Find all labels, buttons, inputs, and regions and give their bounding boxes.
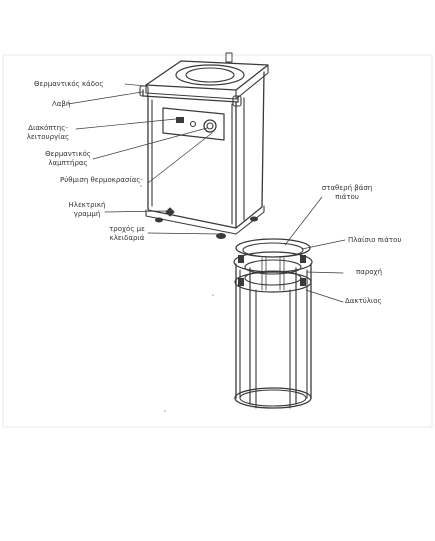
label-heating-chamber: Θερμαντικός κάδος <box>34 80 104 88</box>
label-power-line1: Ηλεκτρική <box>68 201 106 209</box>
label-spring: παροχή <box>356 268 383 276</box>
label-locking-wheel: τροχός με κλειδαριά <box>100 225 154 243</box>
label-wheel-line2: κλειδαριά <box>109 234 145 242</box>
label-switch-line2: λειτουργίας <box>26 133 70 141</box>
label-thermostat: Ρύθμιση θερμοκρασίας- <box>60 176 143 184</box>
label-power-line2: γραμμή <box>73 210 101 218</box>
label-switch: Διακόπτης- λειτουργίας <box>16 124 80 142</box>
label-wheel-line1: τροχός με <box>109 225 145 233</box>
plate-frame <box>233 238 313 409</box>
label-ring: Δακτύλιος <box>345 297 382 305</box>
frame-leader-lines <box>284 196 346 303</box>
label-lamp-line2: λαμπτήρας <box>48 159 88 167</box>
label-plate-frame: Πλαίσιο πιάτου <box>348 236 402 244</box>
label-power-line: Ηλεκτρική γραμμή <box>62 201 112 219</box>
dispenser-cabinet <box>139 52 269 239</box>
stray-marks <box>140 185 214 412</box>
label-handle: Λαβή <box>52 100 71 108</box>
label-fixed-plate-base: σταθερή βάση πιάτου <box>314 184 380 202</box>
panel-border <box>2 54 433 428</box>
label-lamp-line1: Θερμαντικός <box>45 150 91 158</box>
label-switch-line1: Διακόπτης- <box>28 124 68 132</box>
label-heating-lamp: Θερμαντικός λαμπτήρας <box>38 150 98 168</box>
label-base-line1: σταθερή βάση <box>321 184 373 192</box>
label-base-line2: πιάτου <box>335 193 359 201</box>
cabinet-leader-lines <box>67 83 222 235</box>
